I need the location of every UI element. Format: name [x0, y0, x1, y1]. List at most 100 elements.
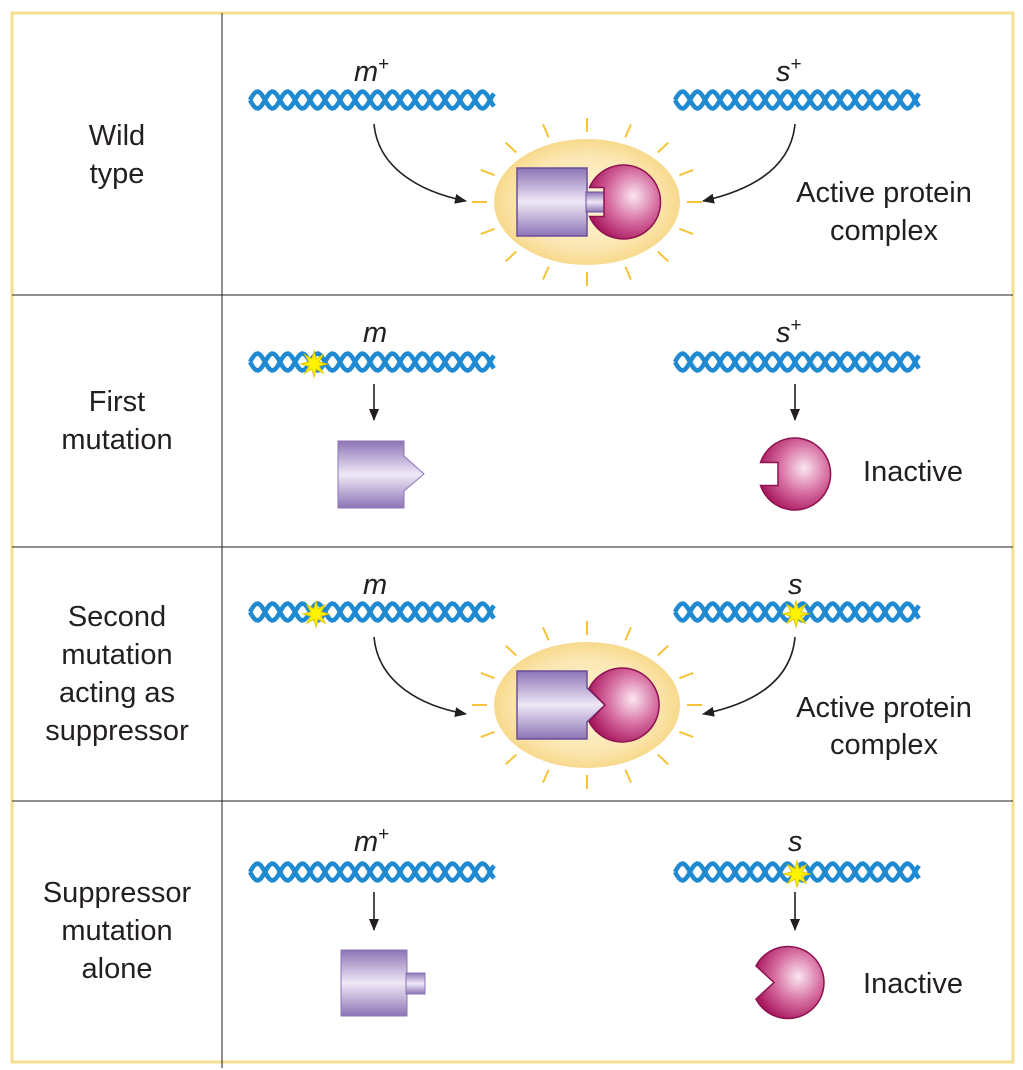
burst-ray [624, 626, 632, 641]
row-label-line: alone [81, 953, 153, 985]
row-label-second-mutation: Second mutation acting as suppressor [12, 548, 222, 800]
status-label: Active protein [796, 692, 972, 724]
s-protein-ball [588, 164, 662, 240]
mutation-star-icon [782, 859, 812, 889]
row-label-line: acting as [58, 677, 176, 709]
row-label-suppressor-alone: Suppressor mutation alone [12, 802, 222, 1060]
burst-ray [542, 266, 550, 281]
burst-ray [542, 626, 550, 641]
s-gene-label: s+ [776, 315, 802, 349]
m-protein-tab [405, 972, 426, 995]
burst-ray [679, 227, 694, 236]
m-gene-label: m+ [354, 824, 389, 858]
burst-ray [542, 123, 550, 138]
s-gene-dna-icon [673, 89, 921, 111]
status-label: Inactive [863, 968, 963, 1000]
row-second-mutation: m s Active protein complex [248, 569, 972, 789]
dna-strand [248, 351, 496, 373]
s-protein-mutant-inactive [755, 945, 825, 1020]
burst-ray [679, 671, 694, 680]
m-protein-block [340, 949, 408, 1017]
burst-ray [624, 123, 632, 138]
status-label: complex [830, 729, 938, 761]
burst-ray [480, 730, 495, 739]
row-label-line: Wild [88, 120, 146, 152]
curved-arrow [373, 123, 467, 204]
mutation-star-icon [299, 349, 329, 379]
activity-burst-icon [472, 621, 702, 789]
dna-strand [248, 89, 496, 111]
row-label-first-mutation: First mutation [12, 296, 222, 546]
dna-strand [248, 601, 496, 623]
burst-ray [542, 769, 550, 784]
row-suppressor-alone: m+ s Inactive [248, 824, 963, 1020]
outer-frame [10, 11, 1015, 1064]
row-wild-type: m+ s+ Active protein complex [248, 54, 972, 286]
dna-strand [673, 351, 921, 373]
activity-burst-icon [472, 118, 702, 286]
mutation-star-shape [781, 599, 811, 629]
row-label-line: suppressor [45, 715, 189, 747]
s-protein-mutant-ball [588, 667, 660, 743]
m-gene-label: m+ [354, 54, 389, 88]
burst-ray [480, 227, 495, 236]
row-label-wild-type: Wild type [12, 16, 222, 294]
s-gene-label: s [788, 826, 803, 858]
m-gene-dna-icon [248, 89, 496, 111]
dna-strand [248, 861, 496, 883]
m-gene-label: m [363, 569, 387, 601]
mutation-star-shape [301, 599, 331, 629]
m-gene-dna-icon [248, 861, 496, 883]
m-protein-tab [585, 191, 605, 213]
dna-strand [673, 89, 921, 111]
m-gene-dna-icon [248, 351, 496, 373]
burst-ray [657, 753, 669, 766]
burst-ray [480, 671, 495, 680]
curved-arrow [702, 123, 796, 204]
mutation-star-icon [301, 599, 331, 629]
status-label: Inactive [863, 456, 963, 488]
m-gene-label: m [363, 317, 387, 349]
row-first-mutation: m s+ Inactive [248, 315, 963, 511]
burst-ray [657, 141, 669, 154]
curved-arrow [702, 636, 796, 717]
row-label-line: Second [67, 601, 167, 633]
row-label-line: First [88, 386, 146, 418]
burst-ray [624, 769, 632, 784]
row-label-line: type [89, 158, 145, 190]
burst-ray [505, 644, 517, 657]
burst-ray [624, 266, 632, 281]
mutation-star-icon [781, 599, 811, 629]
dna-strand [673, 351, 921, 373]
burst-ray [657, 250, 669, 263]
dna-strand [248, 861, 496, 883]
row-label-line: Suppressor [42, 877, 192, 909]
m-protein-mutant [337, 440, 425, 509]
curved-arrow [373, 636, 467, 718]
mutation-star-shape [782, 859, 812, 889]
burst-ray [505, 250, 517, 263]
dna-strand [248, 601, 496, 623]
row-label-line: mutation [61, 424, 173, 456]
s-protein-inactive [759, 437, 832, 511]
burst-ray [505, 753, 517, 766]
burst-ray [657, 644, 669, 657]
mutation-star-shape [299, 349, 329, 379]
m-protein-block [516, 167, 588, 237]
burst-ray [679, 168, 694, 177]
burst-ray [679, 730, 694, 739]
status-label: Active protein [796, 177, 972, 209]
burst-ray [480, 168, 495, 177]
burst-ray [505, 141, 517, 154]
dna-strand [248, 89, 496, 111]
s-gene-dna-icon [673, 351, 921, 373]
s-gene-label: s [788, 569, 803, 601]
row-label-line: mutation [61, 915, 173, 947]
status-label: complex [830, 215, 938, 247]
dna-strand [673, 89, 921, 111]
row-label-line: mutation [61, 639, 173, 671]
m-gene-dna-icon [248, 601, 496, 623]
s-gene-label: s+ [776, 54, 802, 88]
dna-strand [248, 351, 496, 373]
